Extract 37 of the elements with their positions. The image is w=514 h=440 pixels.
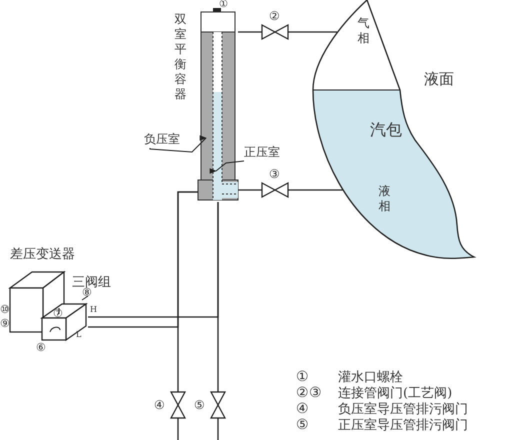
legend-text: 正压室导压管排污阀门 (338, 419, 468, 432)
callout-number: ④ (154, 399, 165, 411)
pipe-line (217, 202, 219, 392)
callout-number: ⑦ (53, 308, 63, 319)
transmitter-heading: 差压变送器 (10, 248, 75, 261)
vessel-heading: 双室平衡容器 (174, 12, 187, 102)
legend-number: ②③ (296, 386, 322, 400)
phase-label: 液相 (378, 184, 391, 214)
pipe-line (288, 189, 343, 191)
legend-text: 连接管阀门(工艺阀) (338, 387, 452, 400)
callout-number: ⑨ (0, 318, 10, 329)
callout-number: ⑤ (194, 399, 205, 411)
callout-number: ⑥ (36, 342, 46, 353)
legend-number: ⑤ (296, 418, 309, 432)
pipe-line (217, 418, 219, 440)
pipe-line (238, 189, 262, 191)
phase-label: 气相 (357, 16, 370, 46)
level-label: 液面 (424, 72, 454, 87)
callout-number: ② (269, 10, 280, 22)
legend-number: ① (296, 370, 309, 384)
pipe-line (177, 418, 179, 440)
callout-number: ⑧ (82, 287, 92, 298)
pipe-line (288, 31, 337, 33)
chamber-label: 负压室 (144, 133, 180, 145)
callout-number: ③ (269, 168, 280, 180)
leader-line (150, 138, 206, 153)
drum-label: 汽包 (370, 122, 402, 138)
legend-number: ④ (296, 402, 309, 416)
pipe-line (238, 31, 262, 33)
callout-number: ⑩ (0, 304, 10, 315)
legend-text: 灌水口螺栓 (338, 371, 403, 384)
port-label: H (90, 306, 97, 314)
port-label: L (76, 331, 82, 339)
manifold-heading: 三阀组 (72, 276, 111, 289)
pipe-line (177, 191, 198, 392)
legend-text: 负压室导压管排污阀门 (338, 403, 468, 416)
chamber-label: 正压室 (244, 146, 280, 158)
